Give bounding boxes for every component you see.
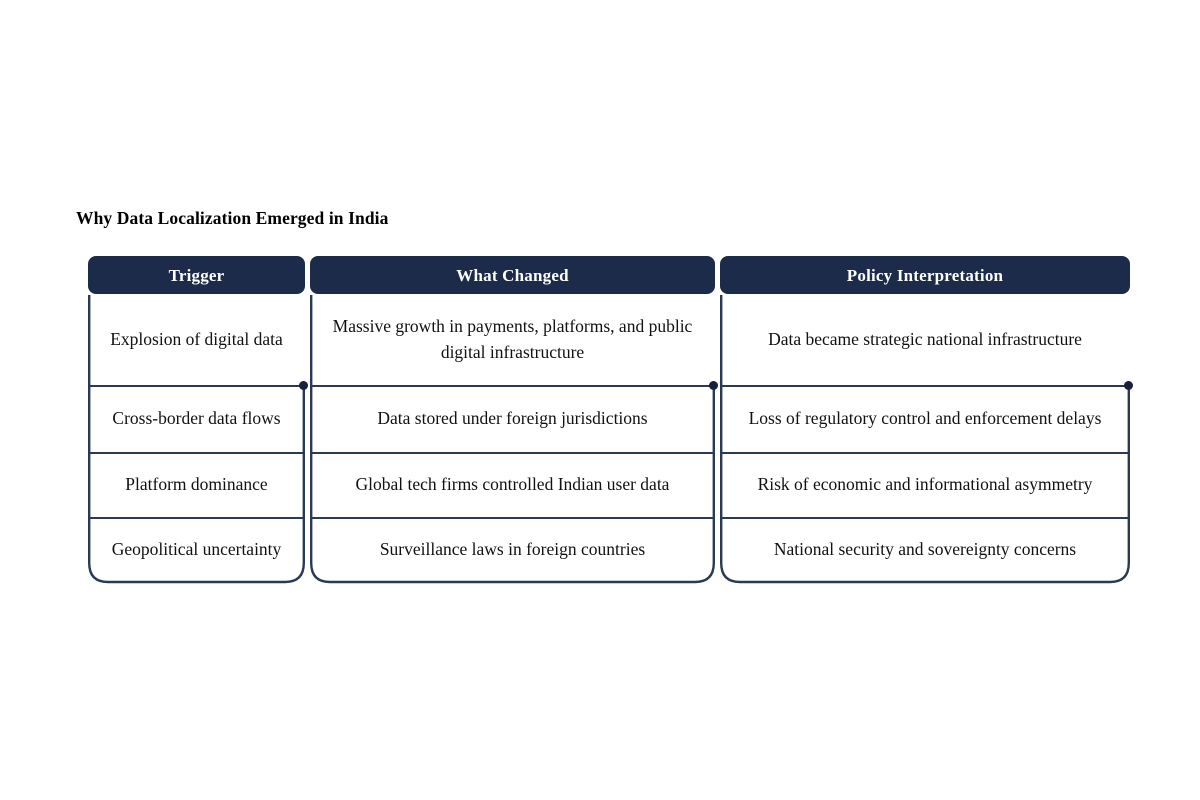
table-row: Risk of economic and informational asymm… — [720, 452, 1130, 517]
cell-text: Cross-border data flows — [112, 407, 281, 428]
table-row: Platform dominance — [88, 452, 305, 517]
column-body-trigger: Explosion of digital data Cross-border d… — [88, 295, 308, 584]
rail-dot-marker — [1123, 380, 1133, 390]
row-divider — [88, 517, 305, 519]
row-divider — [720, 385, 1130, 387]
diagram-columns: Trigger Explosion of digital data Cross-… — [88, 256, 1133, 586]
column-body-policy-interpretation: Data became strategic national infrastru… — [720, 295, 1133, 584]
diagram-column-trigger: Trigger Explosion of digital data Cross-… — [88, 256, 308, 584]
column-header-label: Policy Interpretation — [846, 265, 1004, 285]
table-row: Data stored under foreign jurisdictions — [310, 385, 715, 452]
cell-text: National security and sovereignty concer… — [773, 539, 1077, 560]
table-row: Cross-border data flows — [88, 385, 305, 452]
column-header-policy-interpretation: Policy Interpretation — [720, 256, 1130, 294]
column-header-trigger: Trigger — [88, 256, 305, 294]
cell-text: Surveillance laws in foreign countries — [379, 539, 646, 560]
table-row: Global tech firms controlled Indian user… — [310, 452, 715, 517]
row-divider — [88, 385, 305, 387]
table-row: Geopolitical uncertainty — [88, 517, 305, 583]
column-rows-what-changed: Massive growth in payments, platforms, a… — [310, 295, 715, 583]
cell-text: Global tech firms controlled Indian user… — [355, 473, 670, 494]
diagram-column-policy-interpretation: Policy Interpretation Data became strate… — [720, 256, 1133, 584]
row-divider — [310, 452, 715, 454]
cell-text: Geopolitical uncertainty — [111, 539, 282, 560]
cell-text: Massive growth in payments, platforms, a… — [332, 316, 693, 362]
cell-text: Platform dominance — [125, 473, 268, 494]
row-divider — [88, 452, 305, 454]
cell-text: Data became strategic national infrastru… — [768, 329, 1082, 350]
row-divider — [310, 517, 715, 519]
table-row: Massive growth in payments, platforms, a… — [310, 295, 715, 385]
cell-text: Loss of regulatory control and enforceme… — [748, 407, 1102, 428]
page-title: Why Data Localization Emerged in India — [76, 208, 389, 228]
diagram-column-what-changed: What Changed Massive growth in payments,… — [310, 256, 718, 584]
rail-dot-marker — [298, 380, 308, 390]
table-row: Surveillance laws in foreign countries — [310, 517, 715, 583]
table-row: Data became strategic national infrastru… — [720, 295, 1130, 385]
cell-text: Explosion of digital data — [110, 329, 283, 350]
table-row: Loss of regulatory control and enforceme… — [720, 385, 1130, 452]
row-divider — [720, 452, 1130, 454]
column-rows-trigger: Explosion of digital data Cross-border d… — [88, 295, 305, 583]
rail-dot-marker — [708, 380, 718, 390]
row-divider — [310, 385, 715, 387]
column-body-what-changed: Massive growth in payments, platforms, a… — [310, 295, 718, 584]
row-divider — [720, 517, 1130, 519]
column-rows-policy-interpretation: Data became strategic national infrastru… — [720, 295, 1130, 583]
cell-text: Risk of economic and informational asymm… — [757, 473, 1093, 494]
column-header-label: Trigger — [168, 265, 225, 285]
column-header-label: What Changed — [456, 265, 569, 285]
column-header-what-changed: What Changed — [310, 256, 715, 294]
table-row: Explosion of digital data — [88, 295, 305, 385]
table-row: National security and sovereignty concer… — [720, 517, 1130, 583]
cell-text: Data stored under foreign jurisdictions — [377, 407, 648, 428]
